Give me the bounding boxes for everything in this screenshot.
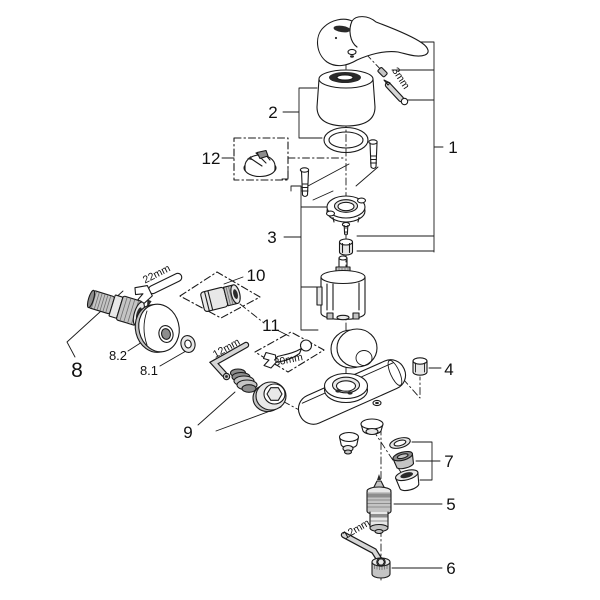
leader-part10 xyxy=(223,276,244,285)
o-ring xyxy=(323,126,369,154)
bushing-part6 xyxy=(371,557,391,579)
box-part10 xyxy=(179,271,261,319)
checkvalve-insert xyxy=(392,450,415,470)
leader-lines xyxy=(66,41,444,569)
axis-part4 xyxy=(402,376,421,399)
checkvalve-cap xyxy=(394,469,420,492)
outlet-port-bottom xyxy=(338,431,360,455)
lever-handle xyxy=(317,16,429,67)
retaining-flange xyxy=(325,195,367,223)
escutcheon-part8-1 xyxy=(134,303,180,353)
part-label-3: 3 xyxy=(267,228,276,247)
part-label-7: 7 xyxy=(444,452,453,471)
hex-key-3mm-icon xyxy=(383,79,409,106)
diverter-cartridge xyxy=(366,474,392,535)
tool-label-30mm: 30mm xyxy=(273,351,304,369)
seal-washer-part8 xyxy=(180,335,196,353)
mounting-screw-left xyxy=(299,167,310,198)
screw-guide-lines xyxy=(307,163,379,201)
part-label-11: 11 xyxy=(262,316,280,335)
cartridge xyxy=(316,255,366,321)
aerator-nut xyxy=(252,381,287,413)
aerator-insert xyxy=(229,368,258,393)
part-label-10: 10 xyxy=(247,266,266,285)
open-wrench-30mm-icon xyxy=(262,339,313,369)
part-label-2: 2 xyxy=(268,103,277,122)
part-label-5: 5 xyxy=(446,495,455,514)
checkvalve-washer xyxy=(389,437,411,449)
leader-part11 xyxy=(276,329,290,337)
bracket-part7 xyxy=(411,441,441,481)
cartridge-seat-ring xyxy=(323,372,369,404)
part-label-6: 6 xyxy=(446,559,455,578)
axis-part10 xyxy=(239,303,265,324)
mounting-screw-right xyxy=(368,139,378,170)
cartridge-screw xyxy=(341,221,351,236)
part-label-9: 9 xyxy=(183,423,192,442)
cartridge-nut xyxy=(338,238,354,256)
handle-grub-screw xyxy=(377,67,388,78)
temperature-limiter xyxy=(243,149,277,178)
box-part11 xyxy=(254,331,325,373)
service-boxes xyxy=(179,137,325,373)
center-axes xyxy=(231,53,421,584)
lever-logo-oval xyxy=(333,25,351,33)
leaders-part8 xyxy=(66,290,187,367)
outlet-port-right xyxy=(360,418,384,436)
axis-handle-screw xyxy=(365,53,386,75)
plug-part4 xyxy=(412,357,428,376)
bracket-part2 xyxy=(282,87,323,139)
hex-key-12mm-middle-icon xyxy=(208,341,250,381)
part-label-12: 12 xyxy=(202,149,221,168)
bracket-part1 xyxy=(356,41,444,253)
box-part12 xyxy=(233,137,289,181)
adapter-part10 xyxy=(200,284,241,312)
part-label-8-1: 8.1 xyxy=(140,363,158,378)
s-union-part8-2 xyxy=(86,289,145,326)
part-label-8: 8 xyxy=(71,359,83,382)
part-label-4: 4 xyxy=(444,360,453,379)
dome-cap xyxy=(316,69,376,127)
open-wrench-22mm-icon xyxy=(134,272,183,308)
part-label-8-2: 8.2 xyxy=(109,348,127,363)
part-label-1: 1 xyxy=(448,138,457,157)
faucet-body xyxy=(297,328,407,455)
